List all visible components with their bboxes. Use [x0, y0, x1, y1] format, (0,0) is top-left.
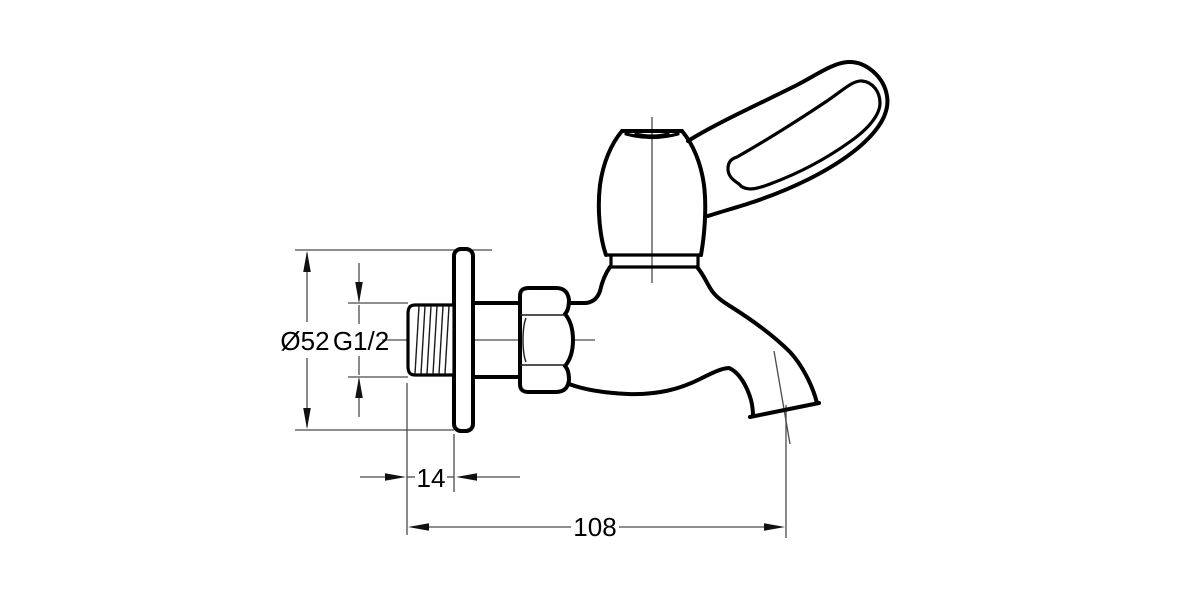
- inlet-shaft: [471, 301, 522, 379]
- valve-head: [596, 129, 708, 269]
- dim-thread-length: [360, 383, 520, 535]
- head-cap-seam: [624, 132, 680, 140]
- bonnet-ring: [609, 253, 700, 269]
- tap-body-layer: [406, 60, 890, 433]
- dimension-labels: Ø52 G1/2 14 108: [280, 326, 616, 542]
- spout: [567, 265, 821, 419]
- spout-outlet: [748, 401, 821, 419]
- arrow-up-icon: [355, 377, 363, 398]
- label-thread-length: 14: [417, 463, 446, 493]
- hex-nut-facet-lines: [520, 314, 565, 366]
- arrow-up-icon: [303, 251, 311, 272]
- hex-nut: [518, 286, 575, 394]
- arrow-down-icon: [355, 282, 363, 303]
- thread-hatching: [414, 305, 450, 375]
- arrow-left-icon: [408, 523, 429, 531]
- dim-spout-reach: [427, 405, 787, 538]
- label-spout-reach: 108: [573, 512, 616, 542]
- arrow-down-icon: [303, 408, 311, 429]
- wall-flange: [452, 247, 475, 433]
- label-flange-diameter: Ø52: [280, 326, 329, 356]
- handle-cutout: [726, 79, 882, 191]
- arrow-right-icon: [764, 523, 785, 531]
- arrow-right-icon: [385, 473, 406, 481]
- arrowheads: [303, 251, 785, 531]
- lever-handle: [686, 60, 890, 218]
- spout-axis-line: [773, 350, 791, 445]
- arrow-left-icon: [456, 473, 477, 481]
- label-thread-size: G1/2: [333, 326, 389, 356]
- body-top-contour: [569, 265, 612, 305]
